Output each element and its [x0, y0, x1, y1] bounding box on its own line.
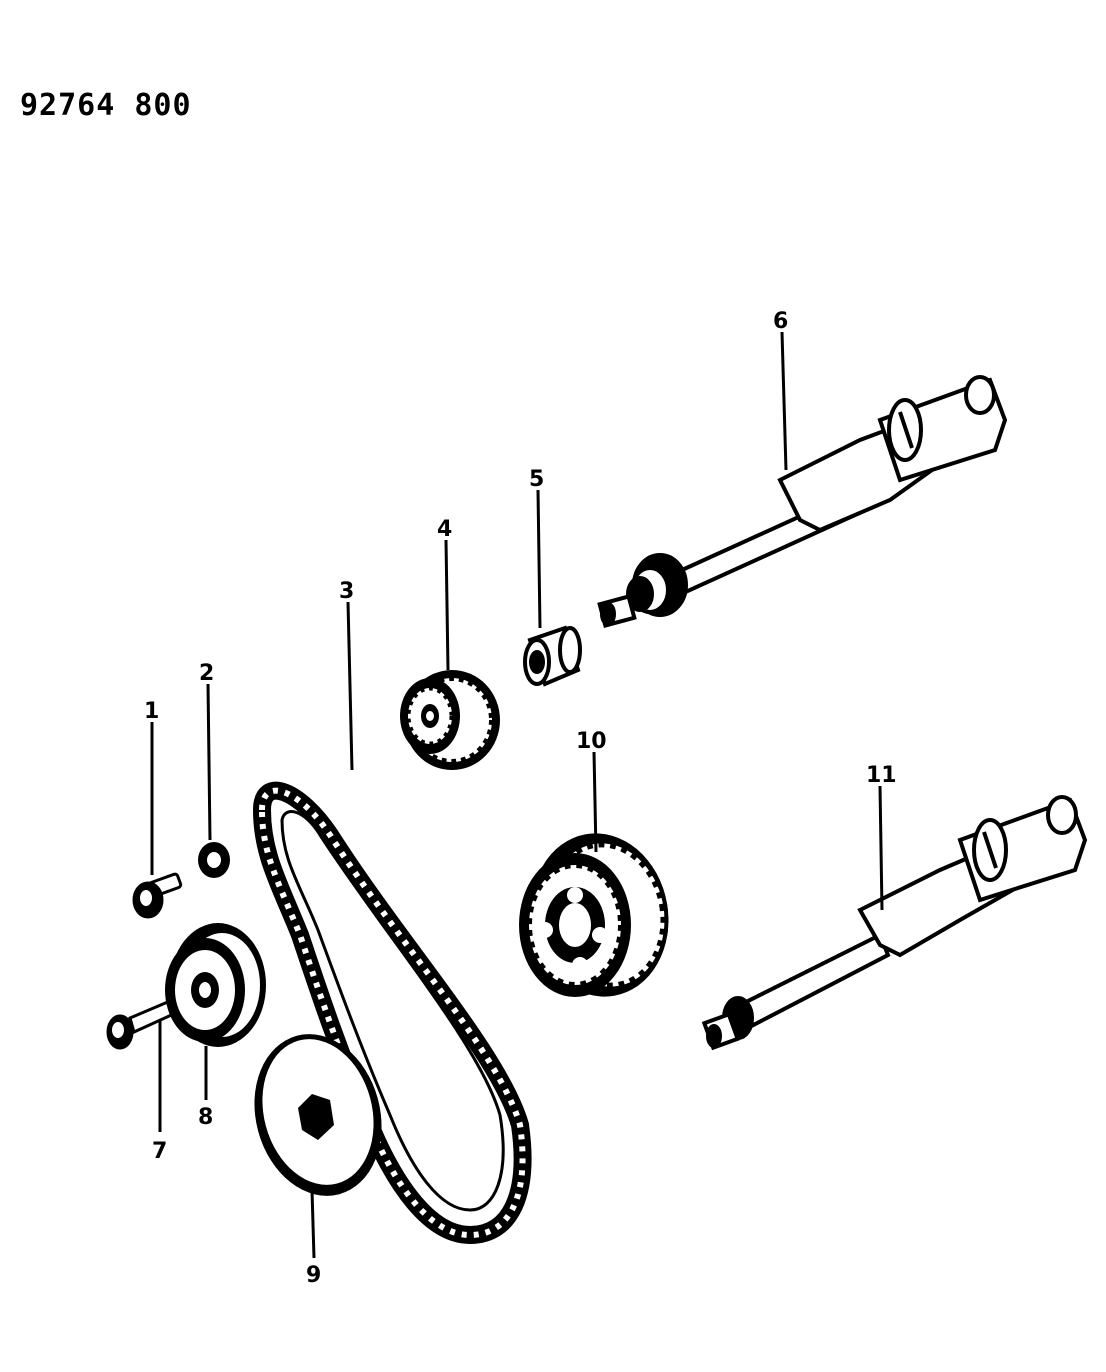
- part-2-washer: [198, 842, 230, 878]
- callout-3: 3: [339, 579, 354, 604]
- part-6-balancer-shaft: [597, 375, 1008, 628]
- part-1-bolt: [132, 872, 183, 919]
- part-5-bushing: [523, 625, 582, 687]
- callout-8: 8: [198, 1105, 213, 1130]
- callout-5: 5: [529, 467, 544, 492]
- part-3-timing-belt: [252, 781, 532, 1245]
- part-11-balancer-shaft: [701, 795, 1088, 1051]
- callout-10: 10: [576, 729, 607, 754]
- callout-4: 4: [437, 517, 452, 542]
- callout-9: 9: [306, 1263, 321, 1288]
- diagram-code: 92764 800: [20, 88, 192, 123]
- callout-11: 11: [866, 763, 897, 788]
- part-9-plate: [254, 1034, 382, 1196]
- callout-1: 1: [144, 699, 159, 724]
- callout-6: 6: [773, 309, 788, 334]
- part-4-sprocket: [400, 670, 500, 770]
- callout-2: 2: [199, 661, 214, 686]
- callout-7: 7: [152, 1139, 167, 1164]
- part-8-tensioner-pulley: [165, 923, 266, 1047]
- part-10-large-sprocket: [519, 833, 669, 997]
